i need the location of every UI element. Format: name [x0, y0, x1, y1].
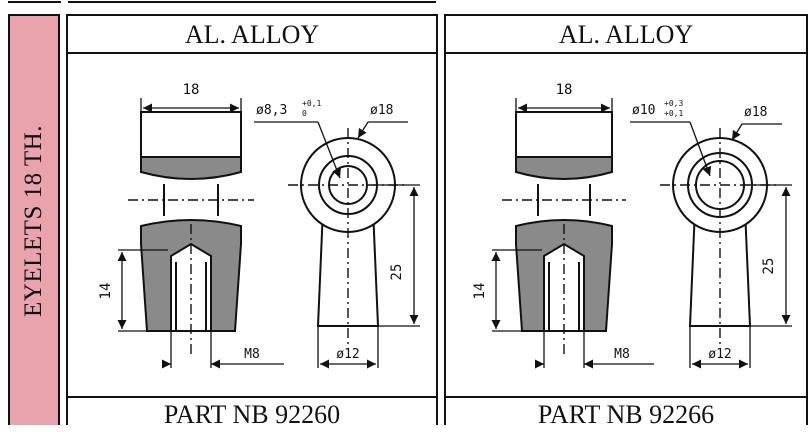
hole-tol-up: +0,1: [302, 99, 321, 108]
outer-leader: [731, 123, 782, 141]
thread-callout: [534, 331, 654, 369]
hole-leader: [630, 121, 712, 177]
side-centerlines: [128, 199, 254, 354]
hole-value: ø10: [632, 103, 655, 118]
hole-value: ø8,3: [256, 103, 287, 118]
technical-drawing: 18 14 M8 ø10 +0,3: [472, 82, 792, 369]
width-value: 18: [183, 82, 200, 98]
side-centerlines: [502, 199, 626, 354]
category-tab: EYELETS 18 TH.: [8, 14, 60, 425]
top-rule-left: [8, 1, 61, 3]
part-number: PART NB 92266: [446, 396, 806, 429]
shank-dimension: [317, 326, 379, 369]
hole-tol-dn: +0,1: [664, 109, 683, 118]
category-label: EYELETS 18 TH.: [20, 124, 47, 317]
thread-depth-value: 14: [98, 283, 114, 300]
outer-leader: [357, 121, 408, 139]
thread-callout: [161, 331, 284, 369]
thread-depth-dimension: [117, 249, 168, 332]
height-value: 25: [761, 258, 777, 275]
width-dimension: [515, 98, 613, 113]
height-value: 25: [389, 264, 405, 281]
technical-drawing: 18 14 M8: [98, 82, 420, 369]
thread-depth-value: 14: [472, 283, 488, 300]
height-dimension: [373, 184, 420, 327]
shank-value: ø12: [708, 347, 731, 362]
outer-value: ø18: [744, 105, 767, 120]
part-panel-92260: AL. ALLOY 18: [66, 14, 438, 429]
material-label: AL. ALLOY: [446, 16, 806, 54]
material-label: AL. ALLOY: [68, 16, 436, 54]
width-dimension: [140, 98, 242, 113]
thread-value: M8: [244, 347, 260, 362]
shank-value: ø12: [336, 347, 359, 362]
height-dimension: [745, 184, 792, 327]
shank-dimension: [689, 326, 751, 369]
side-view: [140, 111, 242, 332]
thread-depth-dimension: [491, 249, 542, 332]
hole-leader: [254, 121, 341, 179]
top-rule-right: [68, 1, 436, 3]
hole-tol-up: +0,3: [664, 99, 683, 108]
thread-value: M8: [614, 347, 630, 362]
part-number: PART NB 92260: [68, 396, 436, 429]
part-panel-92266: AL. ALLOY 18: [444, 14, 808, 429]
outer-value: ø18: [370, 103, 393, 118]
hole-tol-dn: 0: [302, 109, 307, 118]
width-value: 18: [556, 82, 573, 98]
